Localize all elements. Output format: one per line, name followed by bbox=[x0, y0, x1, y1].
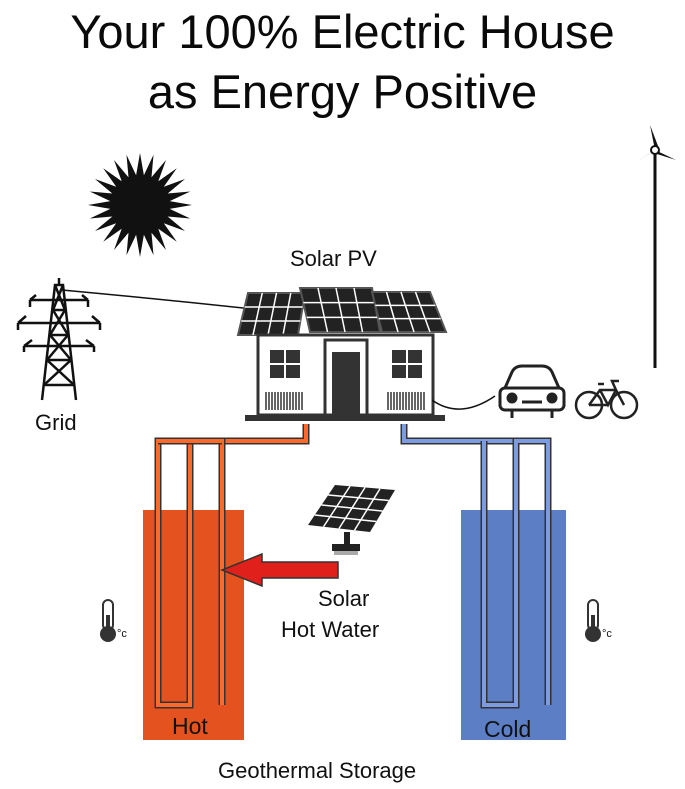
solar-hot-water-label-line2: Hot Water bbox=[281, 617, 380, 642]
roof-solar-panels bbox=[236, 287, 448, 336]
title-line-1: Your 100% Electric House bbox=[70, 5, 615, 58]
cold-boreholes bbox=[480, 437, 552, 709]
car-cable bbox=[431, 395, 496, 410]
geothermal-storage-label: Geothermal Storage bbox=[218, 758, 417, 783]
solar-hot-water-label-line1: Solar bbox=[318, 586, 370, 611]
thermometer-unit-left: °c bbox=[117, 628, 127, 640]
solar-pv-label: Solar PV bbox=[290, 246, 377, 271]
wind-turbine-icon bbox=[636, 125, 676, 368]
solar-hot-water-arrow bbox=[219, 552, 339, 588]
car-icon bbox=[498, 364, 566, 418]
bicycle-icon bbox=[574, 379, 639, 420]
solar-collector-icon bbox=[308, 485, 395, 555]
thermometer-icon bbox=[585, 599, 601, 642]
thermometer-icon bbox=[100, 599, 116, 642]
grid-label: Grid bbox=[35, 410, 77, 435]
hot-boreholes bbox=[154, 437, 226, 709]
sun-icon bbox=[88, 153, 192, 257]
cold-storage-label: Cold bbox=[484, 716, 532, 742]
hot-storage-label: Hot bbox=[172, 713, 208, 739]
thermometer-unit-right: °c bbox=[602, 628, 612, 640]
house-icon bbox=[236, 287, 448, 421]
pylon-icon bbox=[16, 278, 102, 401]
title-line-2: as Energy Positive bbox=[147, 65, 538, 118]
